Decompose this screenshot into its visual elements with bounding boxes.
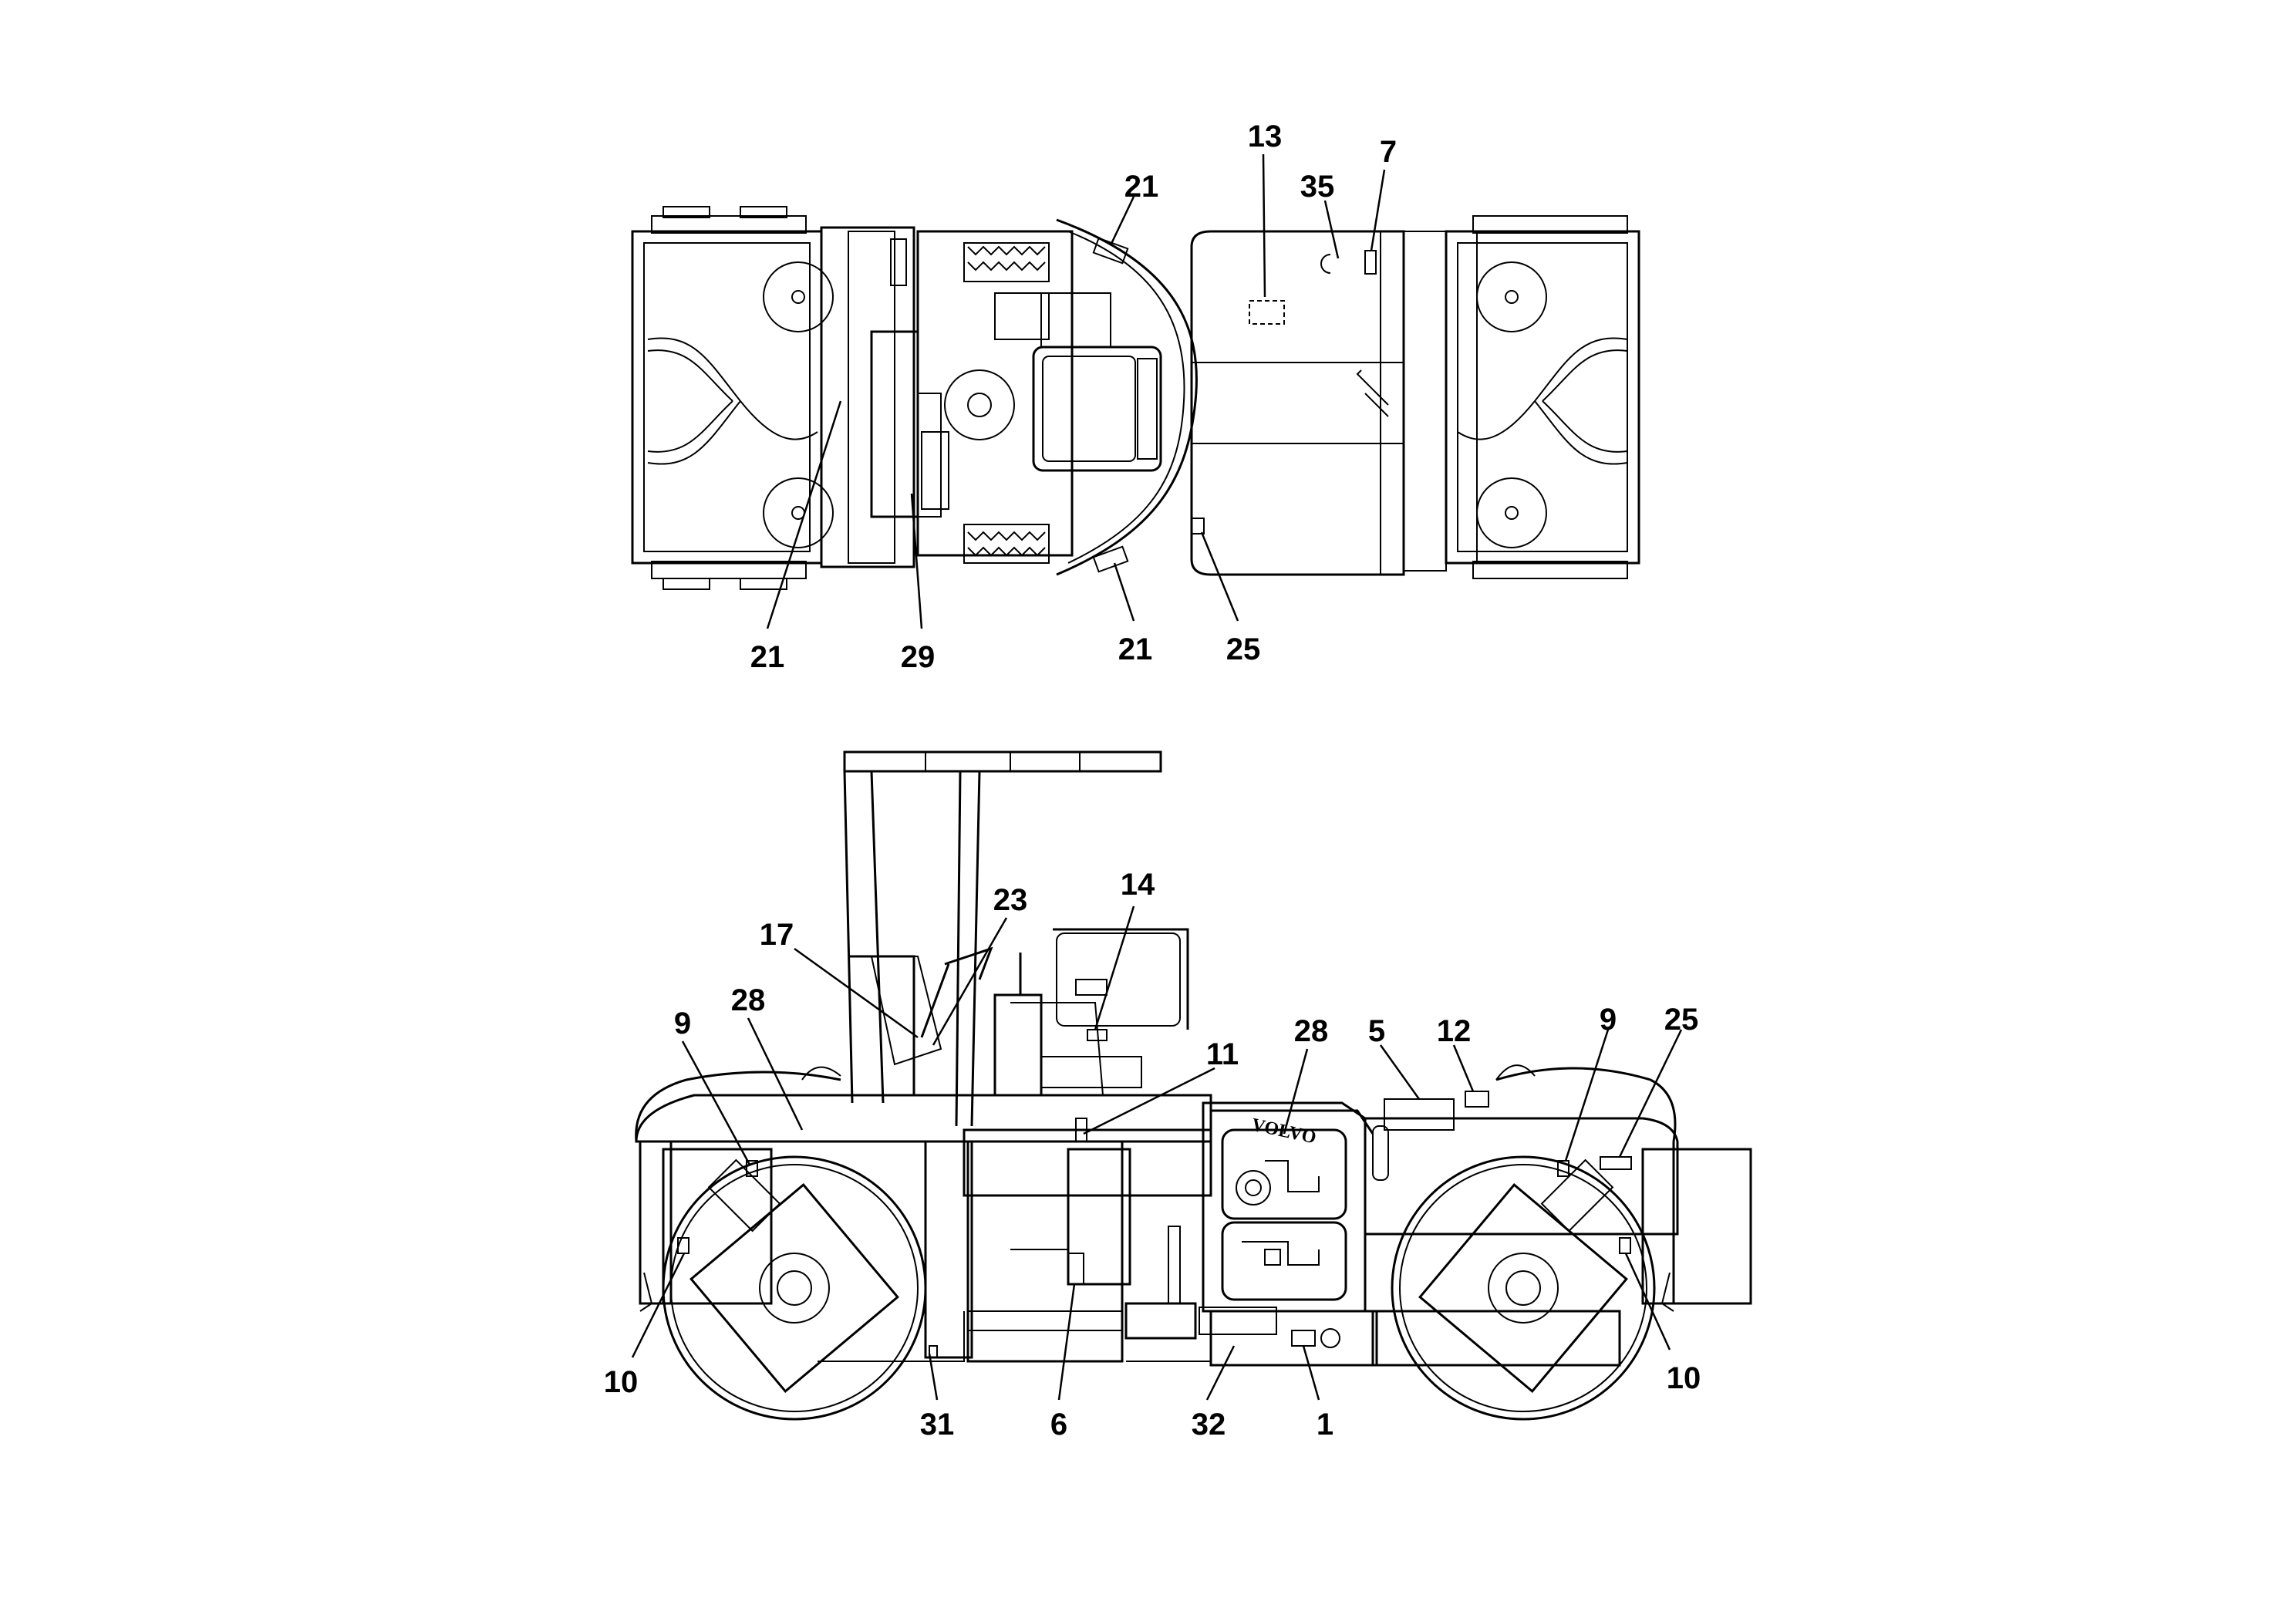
callout-31: 31 [920, 1408, 955, 1442]
callout-11: 11 [1206, 1037, 1239, 1071]
side-view-callouts: 23 14 17 28 9 11 28 5 12 9 25 10 10 31 6… [604, 868, 1701, 1442]
callout-25-side: 25 [1664, 1003, 1699, 1037]
callout-14: 14 [1121, 868, 1155, 902]
callout-21-top: 21 [1124, 170, 1159, 204]
callout-25-top: 25 [1226, 632, 1261, 666]
top-view-drawing [631, 206, 1640, 590]
callout-12: 12 [1437, 1014, 1472, 1048]
callout-13: 13 [1248, 120, 1283, 153]
callout-9-rear: 9 [1600, 1003, 1617, 1037]
callout-10-rear: 10 [1667, 1361, 1701, 1395]
callout-21-bottom: 21 [1118, 632, 1153, 666]
side-view-drawing: VOLVO [635, 750, 1752, 1421]
callout-29: 29 [901, 640, 936, 674]
callout-17: 17 [760, 918, 794, 952]
callout-28-rear: 28 [1294, 1014, 1329, 1048]
callout-9-front: 9 [674, 1007, 691, 1040]
top-view-decal-markers [890, 237, 1377, 573]
side-view-decal-markers [677, 1029, 1632, 1358]
top-view-callouts: 13 35 7 21 21 29 21 25 [750, 120, 1397, 674]
callout-5: 5 [1368, 1014, 1385, 1048]
callout-23: 23 [993, 883, 1028, 917]
callout-7: 7 [1380, 135, 1397, 169]
callout-21-left: 21 [750, 640, 785, 674]
callout-28-front: 28 [731, 983, 766, 1017]
callout-32: 32 [1192, 1408, 1226, 1442]
callout-35: 35 [1300, 170, 1335, 204]
callout-1: 1 [1317, 1408, 1333, 1442]
callout-6: 6 [1050, 1408, 1067, 1442]
callout-10-front: 10 [604, 1365, 639, 1399]
